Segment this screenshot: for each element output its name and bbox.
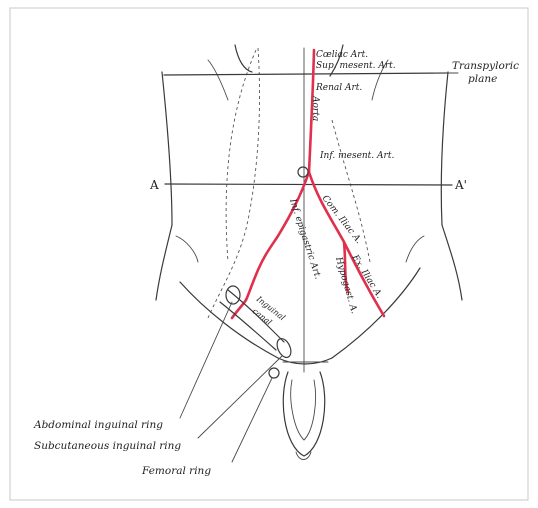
label-transpyloric-2: plane — [468, 73, 497, 85]
label-renal: Renal Art. — [315, 83, 362, 93]
label-sup-mesent: Sup. mesent. Art. — [316, 61, 396, 71]
label-abdominal-ring: Abdominal inguinal ring — [33, 419, 163, 431]
label-femoral-ring: Femoral ring — [141, 465, 211, 477]
label-inf-mesent: Inf. mesent. Art. — [319, 151, 394, 161]
label-coeliac: Cœliac Art. — [316, 50, 368, 60]
label-plane-a-prime: A' — [454, 178, 467, 192]
label-subcutaneous-ring: Subcutaneous inguinal ring — [34, 440, 181, 452]
label-plane-a: A — [149, 178, 159, 192]
label-transpyloric-1: Transpyloric — [452, 60, 519, 72]
label-aorta: Aorta — [310, 95, 320, 121]
